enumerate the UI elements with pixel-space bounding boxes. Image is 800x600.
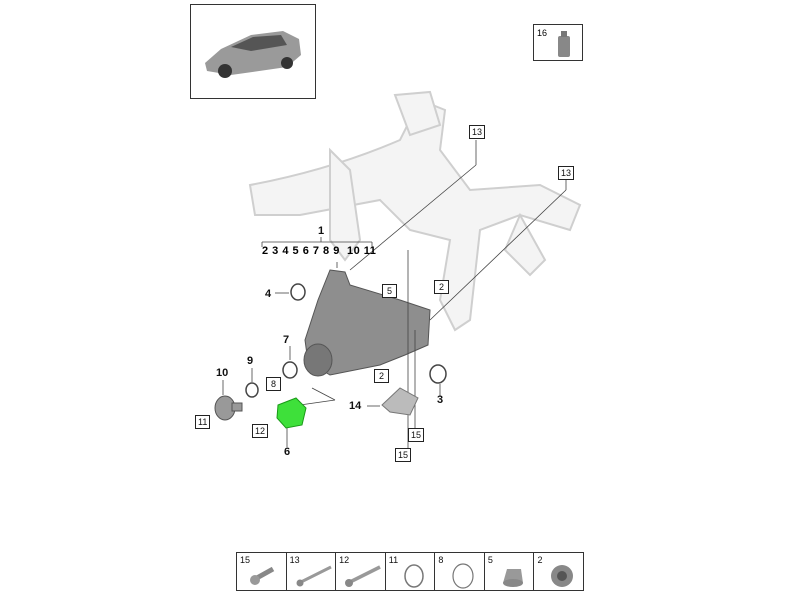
fluid-item-number: 16: [537, 28, 548, 38]
clamp-ring-icon: [403, 564, 424, 588]
callout-2[interactable]: 2: [434, 280, 449, 294]
seals: [245, 283, 447, 398]
legend-label: 12: [339, 555, 350, 565]
long-bolt-icon: [345, 565, 381, 587]
hardware-legend: 15 13 12 11 8 5 2: [236, 552, 584, 591]
callout-10[interactable]: 10: [216, 367, 229, 379]
callout-8[interactable]: 8: [266, 377, 281, 391]
oil-bottle-icon: [558, 31, 570, 57]
legend-label: 11: [388, 555, 399, 565]
o-ring-icon: [452, 563, 474, 589]
mount-bushing-6-highlighted: [276, 397, 307, 429]
callout-3[interactable]: 3: [437, 394, 444, 406]
legend-item-12[interactable]: 12: [336, 553, 386, 590]
legend-item-13[interactable]: 13: [287, 553, 337, 590]
callout-2[interactable]: 2: [374, 369, 389, 383]
legend-label: 2: [537, 555, 543, 565]
flange-10: [214, 395, 243, 421]
plug-icon: [502, 569, 523, 587]
washer-9: [245, 382, 259, 398]
callout-1[interactable]: 1: [318, 225, 325, 237]
long-bolt-icon: [296, 565, 332, 587]
callout-11[interactable]: 11: [195, 415, 211, 429]
callout-6[interactable]: 6: [284, 446, 291, 458]
callout-4[interactable]: 4: [265, 288, 272, 300]
callout-13[interactable]: 13: [558, 166, 575, 180]
legend-label: 8: [438, 555, 444, 565]
differential-housing: [303, 269, 431, 377]
legend-item-11[interactable]: 11: [386, 553, 436, 590]
heat-shield-14: [381, 387, 419, 416]
seal-3: [429, 364, 447, 384]
assembly-contents-main: 2 3 4 5 6 7 8 9: [262, 245, 340, 257]
legend-label: 13: [289, 555, 300, 565]
fluid-item-box[interactable]: 16: [533, 24, 583, 61]
short-bolt-icon: [250, 566, 275, 585]
legend-item-15[interactable]: 15: [237, 553, 287, 590]
callout-15[interactable]: 15: [408, 428, 425, 442]
callout-14[interactable]: 14: [349, 400, 362, 412]
legend-label: 5: [487, 555, 493, 565]
assembly-contents: 2 3 4 5 6 7 8 9 10 11: [262, 245, 376, 257]
callout-12[interactable]: 12: [252, 424, 269, 438]
callout-5[interactable]: 5: [382, 284, 397, 298]
rear-subframe: [248, 90, 582, 332]
seal-7: [282, 361, 298, 379]
legend-label: 15: [240, 555, 251, 565]
car-icon: [205, 31, 301, 78]
assembly-contents-extra: 10 11: [346, 245, 377, 257]
seal-4: [290, 283, 306, 301]
legend-item-8[interactable]: 8: [435, 553, 485, 590]
callout-15[interactable]: 15: [395, 448, 412, 462]
legend-item-2[interactable]: 2: [534, 553, 583, 590]
leader-lines: [222, 140, 567, 454]
callout-13[interactable]: 13: [469, 125, 486, 139]
legend-item-5[interactable]: 5: [485, 553, 535, 590]
callout-7[interactable]: 7: [283, 334, 290, 346]
vehicle-thumbnail: [190, 4, 316, 99]
callout-9[interactable]: 9: [247, 355, 254, 367]
screw-plug-icon: [551, 565, 574, 587]
